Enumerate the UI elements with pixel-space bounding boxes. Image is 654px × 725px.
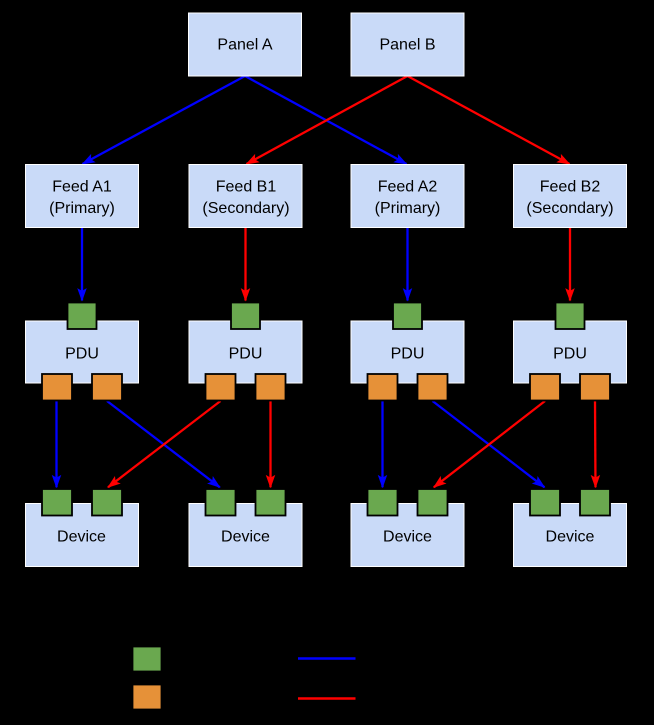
svg-text:PDU: PDU — [229, 346, 263, 363]
svg-text:Panel B: Panel B — [379, 37, 435, 54]
svg-text:Device: Device — [546, 529, 595, 546]
svg-text:Feed A2: Feed A2 — [378, 179, 438, 196]
svg-text:Feed B2: Feed B2 — [540, 179, 601, 196]
svg-text:(Primary): (Primary) — [49, 200, 115, 217]
svg-text:(Secondary): (Secondary) — [526, 200, 613, 217]
svg-text:PDU: PDU — [553, 346, 587, 363]
svg-text:Device: Device — [221, 529, 270, 546]
svg-text:PDU: PDU — [391, 346, 425, 363]
svg-text:Feed A1: Feed A1 — [52, 179, 112, 196]
svg-text:(Primary): (Primary) — [375, 200, 441, 217]
svg-text:PDU: PDU — [65, 346, 99, 363]
svg-text:(Secondary): (Secondary) — [202, 200, 289, 217]
svg-text:Feed B1: Feed B1 — [216, 179, 277, 196]
svg-text:Panel A: Panel A — [217, 37, 272, 54]
svg-text:Device: Device — [383, 529, 432, 546]
svg-text:Device: Device — [57, 529, 106, 546]
